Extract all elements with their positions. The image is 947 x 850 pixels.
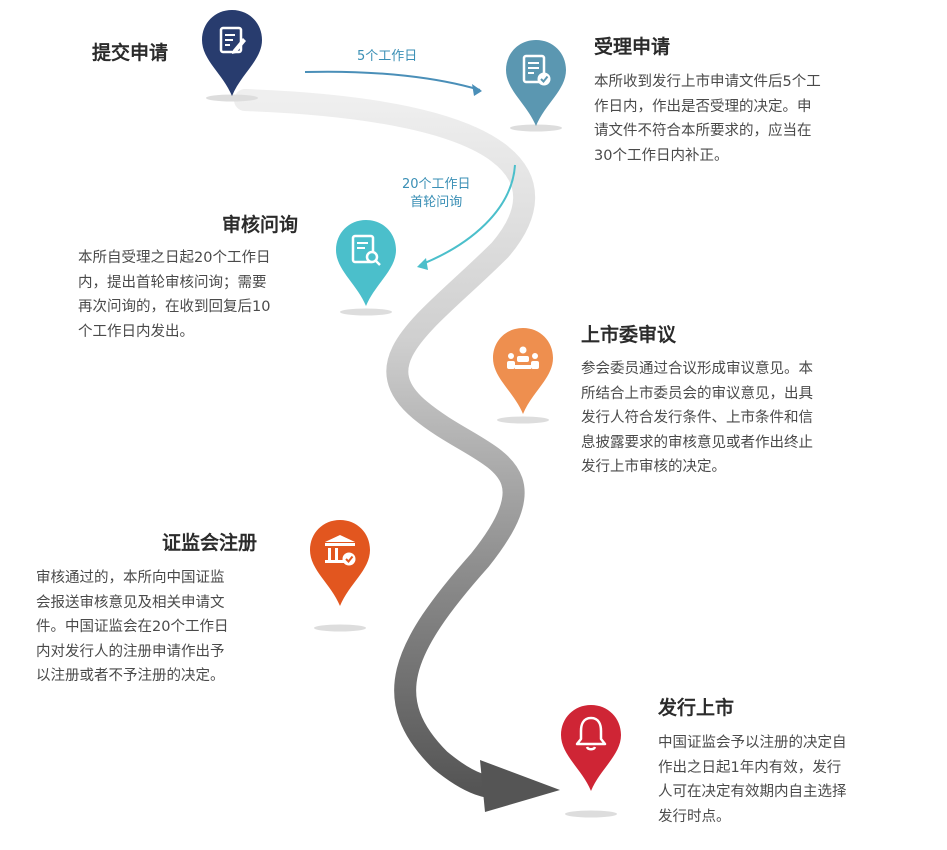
- step-inquiry-title: 审核问询: [222, 214, 299, 236]
- desc-line: 内，提出首轮审核问询；需要: [78, 274, 267, 291]
- desc-line: 本所自受理之日起20个工作日: [78, 250, 271, 266]
- desc-line: 发行上市审核的决定。: [581, 459, 726, 475]
- desc-line: 以注册或者不予注册的决定。: [36, 668, 225, 684]
- step-listing-desc: 中国证监会予以注册的决定自 作出之日起1年内有效，发行 人可在决定有效期内自主选…: [658, 731, 847, 829]
- desc-line: 会报送审核意见及相关申请文: [36, 594, 225, 611]
- step-listing-title: 发行上市: [658, 697, 735, 719]
- document-check-icon: [506, 40, 566, 126]
- desc-line: 再次问询的，在收到回复后10: [78, 299, 271, 315]
- desc-line: 发行人符合发行条件、上市条件和信: [581, 410, 813, 426]
- document-search-icon: [336, 220, 396, 306]
- step-accept-title: 受理申请: [594, 36, 671, 58]
- desc-line: 人可在决定有效期内自主选择: [658, 784, 847, 800]
- step-register-title: 证监会注册: [162, 532, 258, 554]
- bell-icon: [561, 705, 621, 791]
- note-20-days-line1: 20个工作日: [402, 177, 471, 192]
- step-register-desc: 审核通过的，本所向中国证监 会报送审核意见及相关申请文 件。中国证监会在20个工…: [36, 566, 228, 689]
- step-review-desc: 参会委员通过合议形成审议意见。本 所结合上市委员会的审议意见，出具 发行人符合发…: [581, 357, 813, 480]
- desc-line: 作出之日起1年内有效，发行: [658, 759, 842, 776]
- desc-line: 内对发行人的注册申请作出予: [36, 643, 225, 660]
- institution-check-icon: [310, 520, 370, 606]
- desc-line: 个工作日内发出。: [78, 323, 194, 340]
- desc-line: 30个工作日内补正。: [594, 147, 729, 164]
- desc-line: 件。中国证监会在20个工作日: [36, 619, 229, 635]
- step-review-title: 上市委审议: [581, 324, 677, 346]
- desc-line: 请文件不符合本所要求的，应当在: [594, 123, 812, 139]
- desc-line: 息披露要求的审核意见或者作出终止: [581, 434, 813, 451]
- desc-line: 中国证监会予以注册的决定自: [658, 735, 847, 751]
- document-edit-icon: [202, 10, 262, 96]
- step-inquiry-desc: 本所自受理之日起20个工作日 内，提出首轮审核问询；需要 再次问询的，在收到回复…: [78, 246, 270, 344]
- desc-line: 本所收到发行上市申请文件后5个工: [594, 74, 821, 90]
- desc-line: 作日内，作出是否受理的决定。申: [594, 98, 812, 115]
- step-submit-title: 提交申请: [92, 42, 169, 64]
- note-5-days: 5个工作日: [357, 49, 418, 64]
- note-20-days: 20个工作日 首轮问询: [402, 176, 471, 212]
- step-accept-desc: 本所收到发行上市申请文件后5个工 作日内，作出是否受理的决定。申 请文件不符合本…: [594, 70, 821, 168]
- desc-line: 审核通过的，本所向中国证监: [36, 570, 225, 586]
- note-20-days-line2: 首轮问询: [410, 195, 463, 210]
- meeting-icon: [493, 328, 553, 414]
- desc-line: 所结合上市委员会的审议意见，出具: [581, 385, 813, 402]
- desc-line: 参会委员通过合议形成审议意见。本: [581, 361, 813, 377]
- desc-line: 发行时点。: [658, 808, 731, 825]
